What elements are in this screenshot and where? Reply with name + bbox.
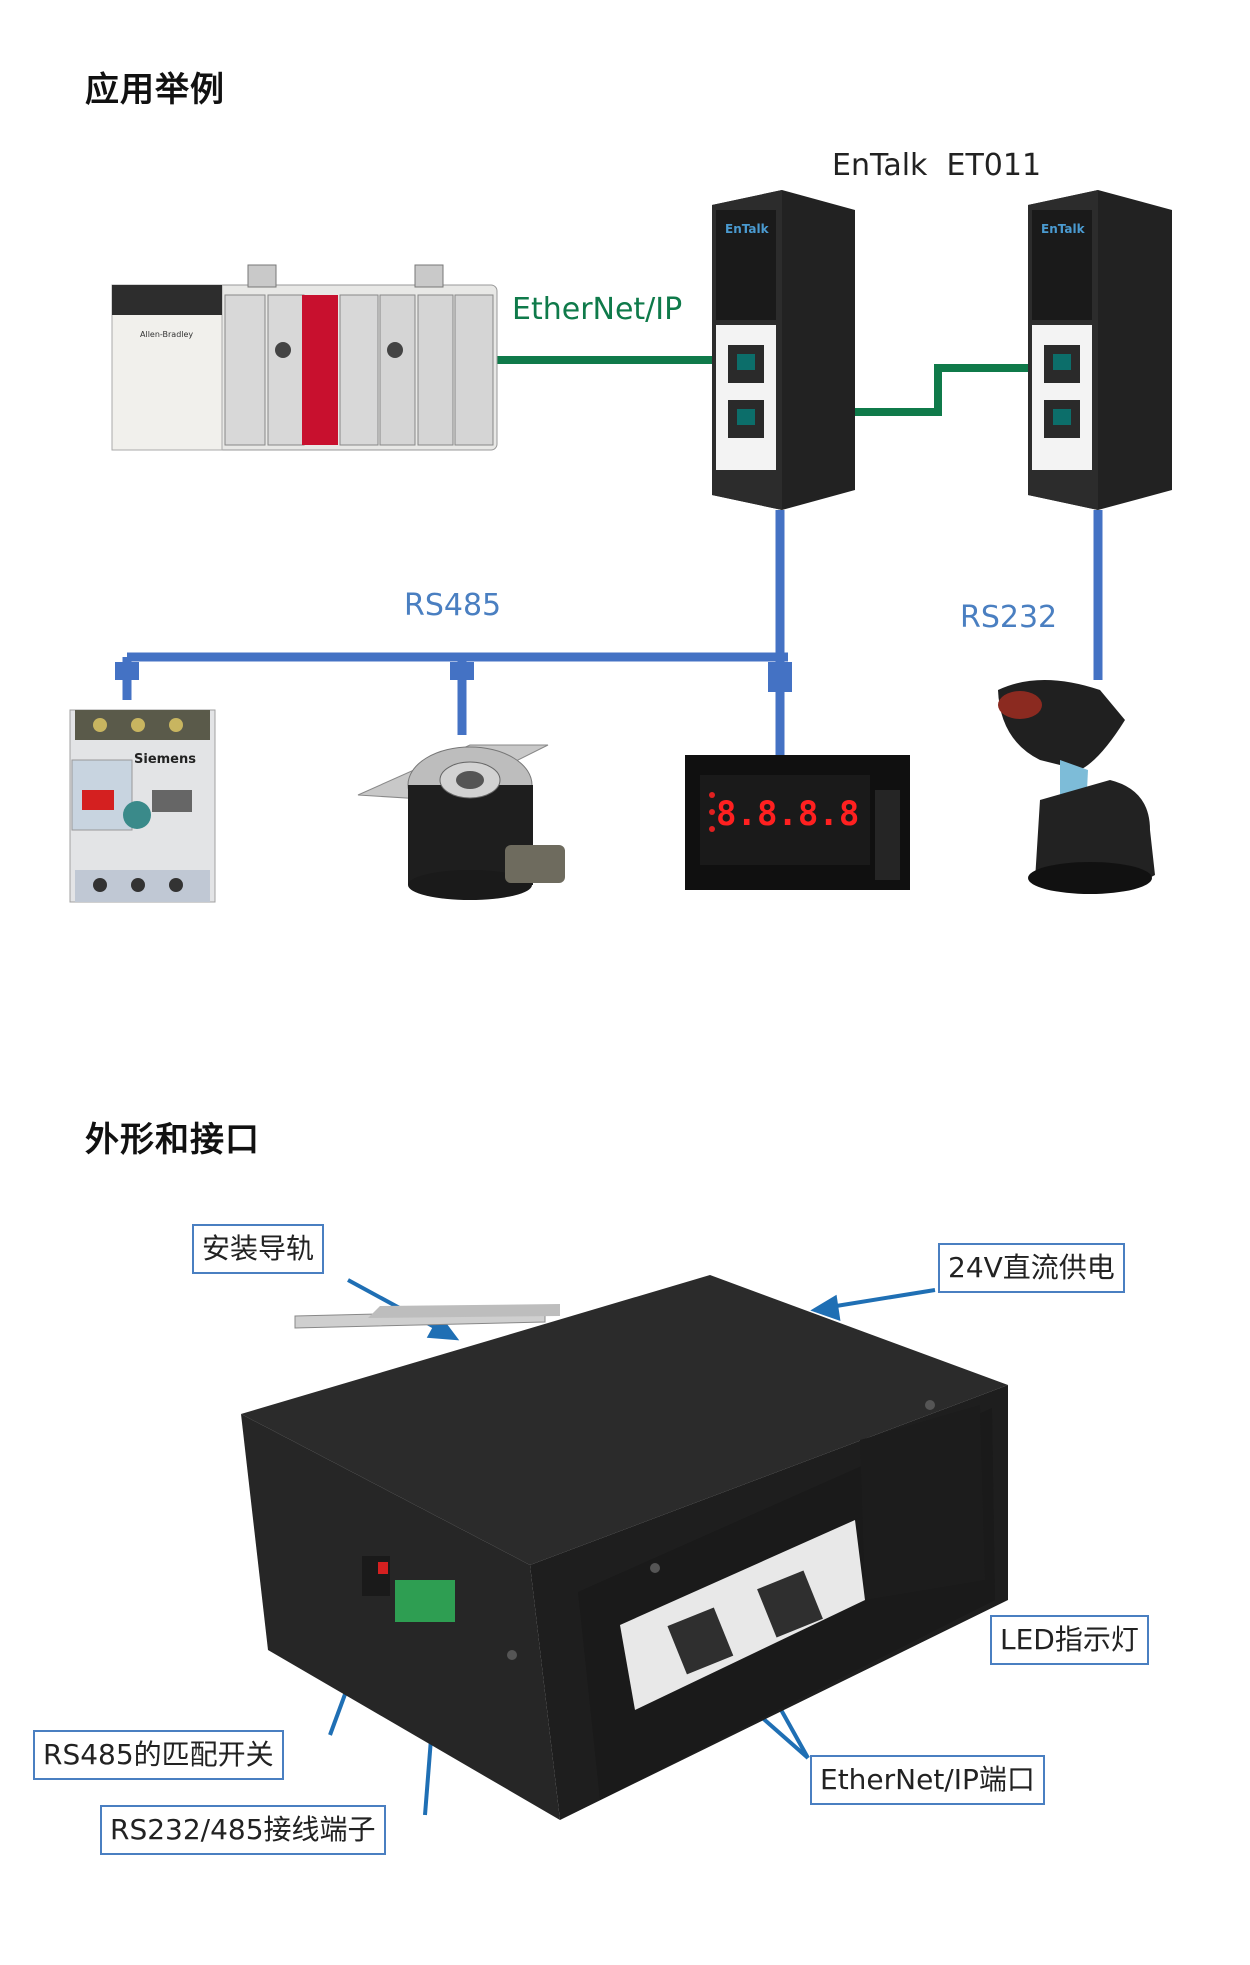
section-title-application: 应用举例 (85, 70, 225, 110)
callout-led-indicator: LED指示灯 (990, 1615, 1149, 1665)
ethernet-ip-label: EtherNet/IP (512, 292, 683, 327)
encoder-image (357, 744, 565, 900)
plc-rack-image (111, 264, 498, 451)
callout-power-supply: 24V直流供电 (938, 1243, 1125, 1293)
section-title-appearance: 外形和接口 (85, 1120, 260, 1160)
gateway-2-brand: EnTalk (1041, 222, 1085, 236)
callout-rs485-switch: RS485的匹配开关 (33, 1730, 284, 1780)
panel-meter-image (685, 755, 910, 890)
ethernet-link-gateways (855, 364, 1030, 416)
callout-ethernet-port: EtherNet/IP端口 (810, 1755, 1045, 1805)
gateway-1-brand: EnTalk (725, 222, 769, 236)
rs232-label: RS232 (960, 600, 1058, 635)
meter-display: 8.8.8.8 (716, 794, 859, 834)
barcode-scanner-image (998, 680, 1155, 894)
starter-brand: Siemens (134, 752, 196, 767)
plc-brand: Allen-Bradley (140, 330, 194, 339)
gateway-device-2 (1028, 190, 1172, 510)
product-name-label: EnTalk ET011 (832, 148, 1042, 183)
rs485-label: RS485 (404, 588, 502, 623)
device-photo (241, 1275, 1008, 1820)
callout-mounting-rail: 安装导轨 (192, 1224, 325, 1274)
motor-starter-image (69, 709, 216, 903)
gateway-device-1 (712, 190, 855, 510)
callout-terminal-block: RS232/485接线端子 (100, 1805, 386, 1855)
